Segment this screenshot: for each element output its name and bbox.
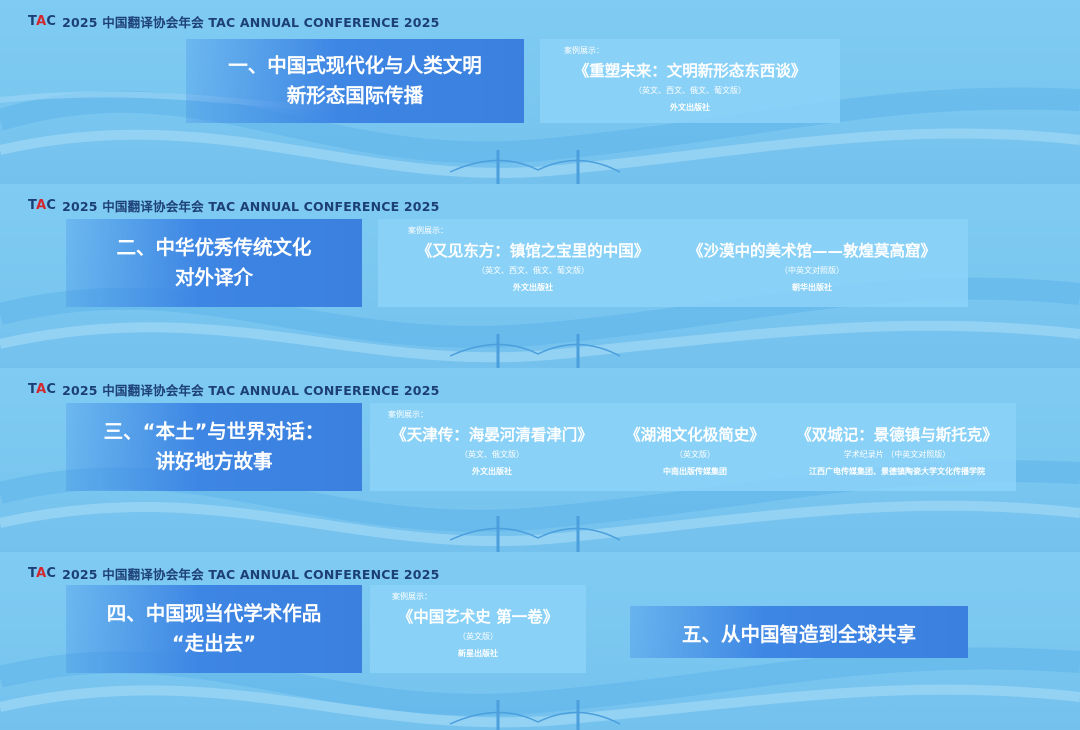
section-4-title: 四、中国现当代学术作品 “走出去” bbox=[66, 585, 362, 673]
tac-logo: TAC bbox=[28, 14, 57, 29]
conference-header: TAC 2025 中国翻译协会年会 TAC ANNUAL CONFERENCE … bbox=[28, 564, 440, 583]
section-3-title: 三、“本土”与世界对话： 讲好地方故事 bbox=[66, 403, 362, 491]
conference-header: TAC 2025 中国翻译协会年会 TAC ANNUAL CONFERENCE … bbox=[28, 196, 440, 215]
book-item: 《又见东方：镇馆之宝里的中国》 （英文、西文、俄文、葡文版） 外文出版社 bbox=[416, 242, 650, 292]
section-1-cases: 案例展示： 《重塑未来：文明新形态东西谈》 （英文、西文、俄文、葡文版） 外文出… bbox=[540, 39, 840, 123]
section-1-title: 一、中国式现代化与人类文明 新形态国际传播 bbox=[186, 39, 524, 123]
section-band-4: TAC 2025 中国翻译协会年会 TAC ANNUAL CONFERENCE … bbox=[0, 552, 1080, 730]
section-band-3: TAC 2025 中国翻译协会年会 TAC ANNUAL CONFERENCE … bbox=[0, 368, 1080, 552]
case-label: 案例展示： bbox=[388, 410, 428, 419]
section-4-cases: 案例展示： 《中国艺术史 第一卷》 （英文版） 新星出版社 bbox=[370, 585, 586, 673]
header-text: 2025 中国翻译协会年会 TAC ANNUAL CONFERENCE 2025 bbox=[62, 383, 440, 398]
book-item: 《中国艺术史 第一卷》 （英文版） 新星出版社 bbox=[397, 608, 559, 658]
section-2-title: 二、中华优秀传统文化 对外译介 bbox=[66, 219, 362, 307]
section-3-cases: 案例展示： 《天津传：海晏河清看津门》 （英文、俄文版） 外文出版社 《湖湘文化… bbox=[370, 403, 1016, 491]
section-band-2: TAC 2025 中国翻译协会年会 TAC ANNUAL CONFERENCE … bbox=[0, 184, 1080, 368]
book-item: 《双城记：景德镇与斯托克》 学术纪录片 （中英文对照版） 江西广电传媒集团、景德… bbox=[796, 426, 998, 476]
section-5-title: 五、从中国智造到全球共享 bbox=[630, 606, 968, 658]
section-band-1: TAC 2025 中国翻译协会年会 TAC ANNUAL CONFERENCE … bbox=[0, 0, 1080, 184]
header-text: 2025 中国翻译协会年会 TAC ANNUAL CONFERENCE 2025 bbox=[62, 15, 440, 30]
case-label: 案例展示： bbox=[392, 592, 432, 601]
book-item: 《天津传：海晏河清看津门》 （英文、俄文版） 外文出版社 bbox=[391, 426, 593, 476]
book-item: 《重塑未来：文明新形态东西谈》 （英文、西文、俄文、葡文版） 外文出版社 bbox=[573, 62, 807, 112]
tac-logo: TAC bbox=[28, 382, 57, 397]
book-item: 《湖湘文化极简史》 （英文版） 中南出版传媒集团 bbox=[625, 426, 765, 476]
conference-header: TAC 2025 中国翻译协会年会 TAC ANNUAL CONFERENCE … bbox=[28, 380, 440, 399]
header-text: 2025 中国翻译协会年会 TAC ANNUAL CONFERENCE 2025 bbox=[62, 567, 440, 582]
section-2-cases: 案例展示： 《又见东方：镇馆之宝里的中国》 （英文、西文、俄文、葡文版） 外文出… bbox=[378, 219, 968, 307]
case-label: 案例展示： bbox=[564, 46, 604, 55]
book-item: 《沙漠中的美术馆——敦煌莫高窟》 （中英文对照版） 朝华出版社 bbox=[687, 242, 936, 292]
tac-logo: TAC bbox=[28, 198, 57, 213]
tac-logo: TAC bbox=[28, 566, 57, 581]
header-text: 2025 中国翻译协会年会 TAC ANNUAL CONFERENCE 2025 bbox=[62, 199, 440, 214]
conference-header: TAC 2025 中国翻译协会年会 TAC ANNUAL CONFERENCE … bbox=[28, 12, 440, 31]
case-label: 案例展示： bbox=[408, 226, 448, 235]
